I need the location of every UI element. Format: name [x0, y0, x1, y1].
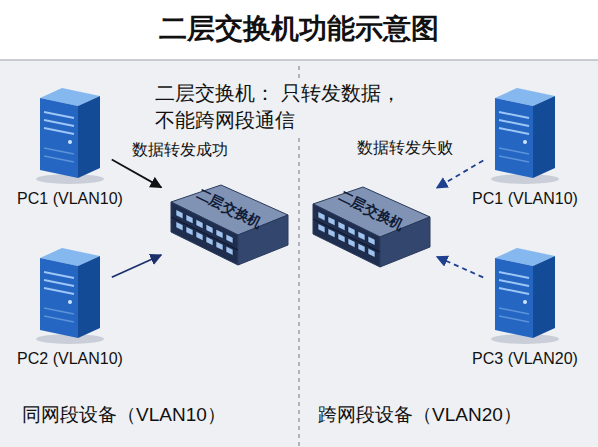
edge-label: 数据转发失败 [355, 138, 455, 159]
switch-node: 二层交换机 [163, 180, 293, 270]
data-arrow [437, 160, 484, 187]
device-label: PC1 (VLAN10) [472, 190, 578, 208]
server-icon [485, 86, 565, 186]
server-node: PC1 (VLAN10) [10, 86, 130, 208]
switch-node: 二层交换机 [305, 182, 435, 272]
data-arrow [112, 160, 162, 188]
server-node: PC3 (VLAN20) [465, 246, 585, 368]
data-arrow [437, 257, 483, 278]
server-icon [485, 246, 565, 346]
server-icon [30, 246, 110, 346]
callout-note: 二层交换机： 只转发数据，不能跨网段通信 [155, 80, 427, 134]
server-node: PC1 (VLAN10) [465, 86, 585, 208]
data-arrow [112, 255, 161, 277]
device-label: PC2 (VLAN10) [17, 350, 123, 368]
switch-icon [163, 180, 293, 270]
switch-icon [305, 182, 435, 272]
edge-label: 数据转发成功 [130, 140, 230, 161]
title-band [0, 0, 598, 60]
title-rule [0, 59, 598, 61]
device-label: PC3 (VLAN20) [472, 350, 578, 368]
title: 二层交换机功能示意图 [0, 10, 598, 48]
group-label: 跨网段设备（VLAN20） [318, 402, 522, 428]
server-icon [30, 86, 110, 186]
device-label: PC1 (VLAN10) [17, 190, 123, 208]
server-node: PC2 (VLAN10) [10, 246, 130, 368]
group-label: 同网段设备（VLAN10） [22, 402, 226, 428]
